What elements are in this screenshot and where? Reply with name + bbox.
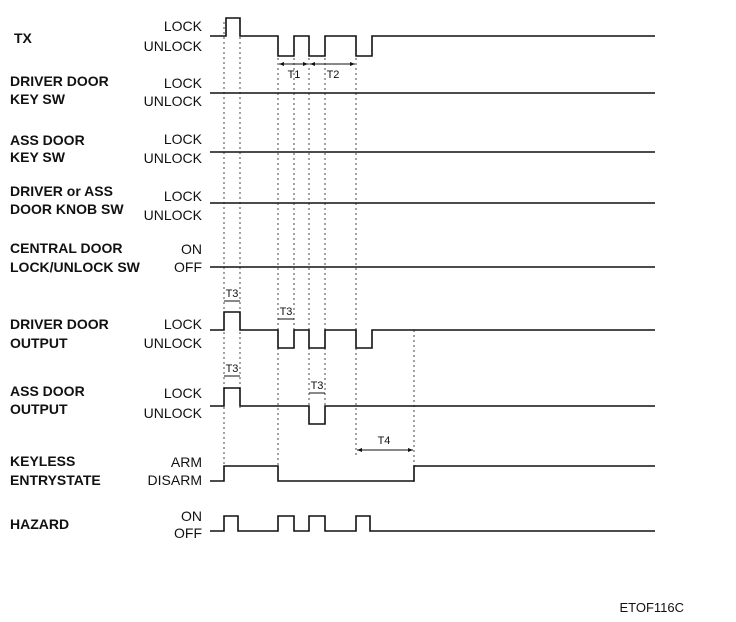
t3-ass-lock-label: T3 (226, 363, 239, 375)
waveform-ass-door-output (210, 387, 655, 425)
level-label-tx-low: UNLOCK (144, 38, 203, 54)
level-label-ass-door-key-sw-low: UNLOCK (144, 150, 203, 166)
t4-label: T4 (378, 435, 391, 447)
level-label-door-knob-sw-low: UNLOCK (144, 207, 203, 223)
timing-markers: T1 T2 T3 T3 T3 T3 T4 (224, 62, 413, 452)
signal-name-central-door-sw-line2: LOCK/UNLOCK SW (10, 259, 141, 275)
t1-arrow-right (303, 62, 308, 66)
level-label-hazard-low: OFF (174, 525, 202, 541)
level-label-driver-door-key-sw-low: UNLOCK (144, 93, 203, 109)
t1-label: T1 (288, 69, 301, 81)
waveform-hazard (210, 515, 655, 532)
figure-code: ETOF116C (619, 600, 684, 615)
signal-name-ass-door-output-line1: ASS DOOR (10, 383, 85, 399)
t3-driver-unlock-label: T3 (280, 306, 293, 318)
level-label-driver-door-output-high: LOCK (164, 316, 203, 332)
t2-arrow-right (350, 62, 355, 66)
signal-name-keyless-entry-state-line1: KEYLESS (10, 453, 75, 469)
level-label-tx-high: LOCK (164, 18, 203, 34)
signal-name-ass-door-output-line2: OUTPUT (10, 401, 68, 417)
signal-name-driver-door-key-sw-line1: DRIVER DOOR (10, 73, 109, 89)
level-label-driver-door-output-low: UNLOCK (144, 335, 203, 351)
signal-name-tx: TX (14, 30, 33, 46)
t1-arrow-left (279, 62, 284, 66)
level-label-ass-door-output-high: LOCK (164, 385, 203, 401)
level-label-central-door-sw-low: OFF (174, 259, 202, 275)
t3-ass-unlock-label: T3 (311, 380, 324, 392)
signal-name-ass-door-key-sw-line1: ASS DOOR (10, 132, 85, 148)
waveforms (210, 17, 655, 532)
level-label-keyless-entry-state-low: DISARM (148, 472, 202, 488)
level-label-door-knob-sw-high: LOCK (164, 188, 203, 204)
level-label-keyless-entry-state-high: ARM (171, 454, 202, 470)
signal-name-driver-door-output-line2: OUTPUT (10, 335, 68, 351)
waveform-tx (210, 17, 655, 57)
signal-name-keyless-entry-state-line2: ENTRYSTATE (10, 472, 101, 488)
level-label-ass-door-output-low: UNLOCK (144, 405, 203, 421)
level-labels: LOCK UNLOCK LOCK UNLOCK LOCK UNLOCK LOCK… (144, 18, 203, 541)
waveform-keyless-entry-state (210, 465, 655, 482)
signal-name-ass-door-key-sw-line2: KEY SW (10, 149, 66, 165)
signal-names: TX DRIVER DOOR KEY SW ASS DOOR KEY SW DR… (10, 30, 141, 532)
signal-name-door-knob-sw-line2: DOOR KNOB SW (10, 201, 124, 217)
level-label-driver-door-key-sw-high: LOCK (164, 75, 203, 91)
t4-arrow-left (357, 448, 362, 452)
level-label-ass-door-key-sw-high: LOCK (164, 131, 203, 147)
t3-driver-lock-label: T3 (226, 288, 239, 300)
level-label-hazard-high: ON (181, 508, 202, 524)
level-label-central-door-sw-high: ON (181, 241, 202, 257)
t2-label: T2 (327, 69, 340, 81)
signal-name-driver-door-key-sw-line2: KEY SW (10, 91, 66, 107)
t4-arrow-right (408, 448, 413, 452)
guide-lines (223, 22, 415, 482)
signal-name-hazard: HAZARD (10, 516, 69, 532)
t2-arrow-left (310, 62, 315, 66)
signal-name-central-door-sw-line1: CENTRAL DOOR (10, 240, 123, 256)
signal-name-driver-door-output-line1: DRIVER DOOR (10, 316, 109, 332)
signal-name-door-knob-sw-line1: DRIVER or ASS (10, 183, 113, 199)
waveform-driver-door-output (210, 311, 655, 349)
